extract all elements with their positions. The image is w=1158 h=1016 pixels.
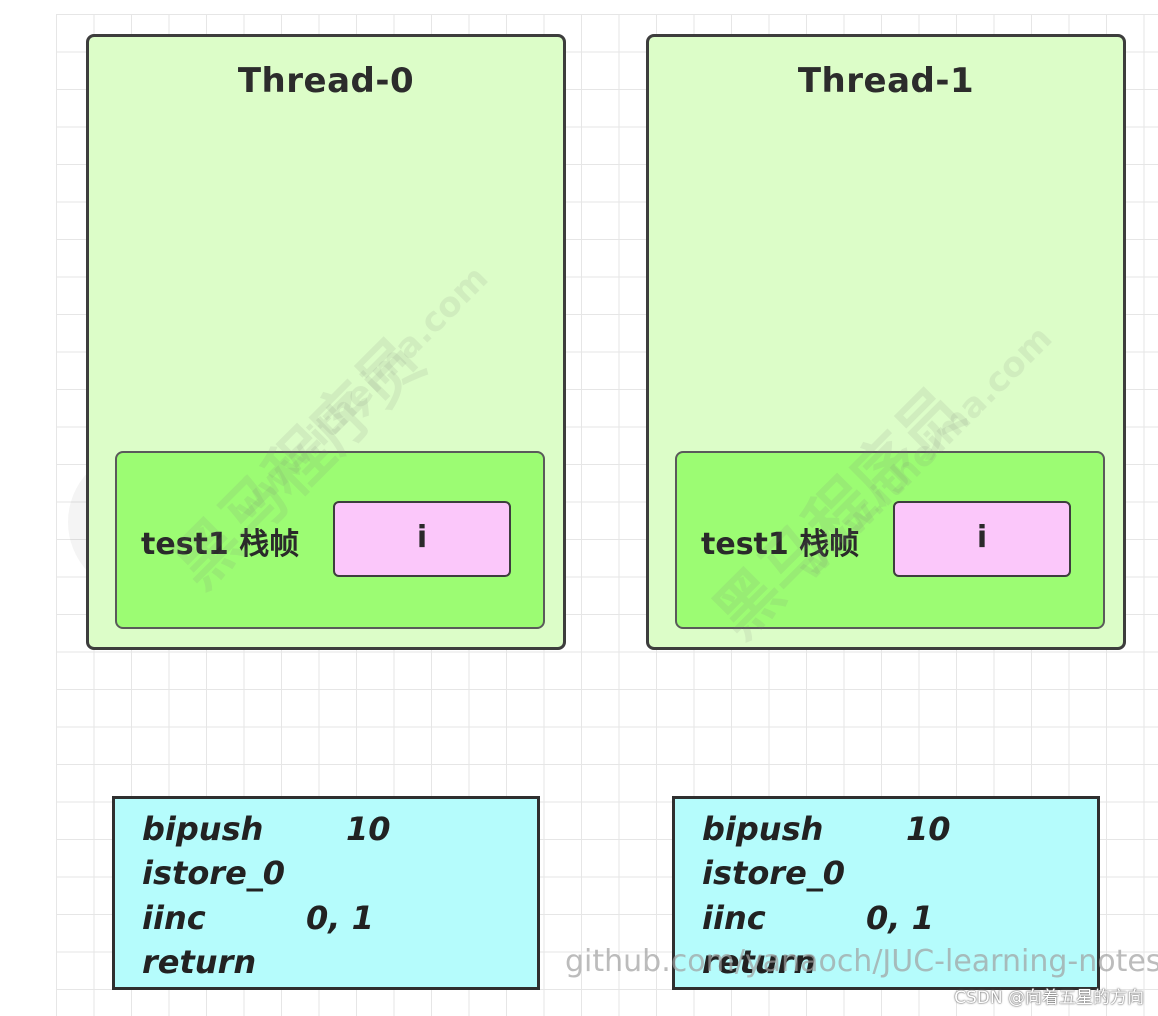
source-url-watermark: github.com/yanaoch/JUC-learning-notes <box>565 944 1158 979</box>
thread-0-stack-frame: test1 栈帧 i <box>115 451 545 629</box>
bytecode-opcode: istore_0 <box>702 854 846 892</box>
thread-0-box: Thread-0 test1 栈帧 i <box>86 34 566 650</box>
thread-0-title: Thread-0 <box>237 61 415 101</box>
thread-0-frame-label: test1 栈帧 <box>141 527 300 562</box>
bytecode-opcode: return <box>142 943 257 981</box>
csdn-credit: CSDN @向着五星的方向 <box>954 988 1144 1008</box>
bytecode-opcode: iinc <box>142 899 206 937</box>
thread-1-local-variable: i <box>893 501 1071 577</box>
bytecode-operand: 10 <box>906 810 951 848</box>
thread-0-bytecode-box: bipush 10 istore_0 iinc 0, 1 return <box>112 796 540 990</box>
bytecode-opcode: bipush <box>702 810 824 848</box>
thread-1-bytecode-box: bipush 10 istore_0 iinc 0, 1 return <box>672 796 1100 990</box>
thread-1-stack-frame: test1 栈帧 i <box>675 451 1105 629</box>
bytecode-operand: 0, 1 <box>866 899 934 937</box>
bytecode-opcode: istore_0 <box>142 854 286 892</box>
thread-1-box: Thread-1 test1 栈帧 i <box>646 34 1126 650</box>
bytecode-opcode: return <box>702 943 817 981</box>
bytecode-opcode: iinc <box>702 899 766 937</box>
bytecode-operand: 0, 1 <box>306 899 374 937</box>
thread-1-frame-label: test1 栈帧 <box>701 527 860 562</box>
bytecode-operand: 10 <box>346 810 391 848</box>
thread-0-local-variable: i <box>333 501 511 577</box>
thread-1-title: Thread-1 <box>797 61 975 101</box>
bytecode-opcode: bipush <box>142 810 264 848</box>
